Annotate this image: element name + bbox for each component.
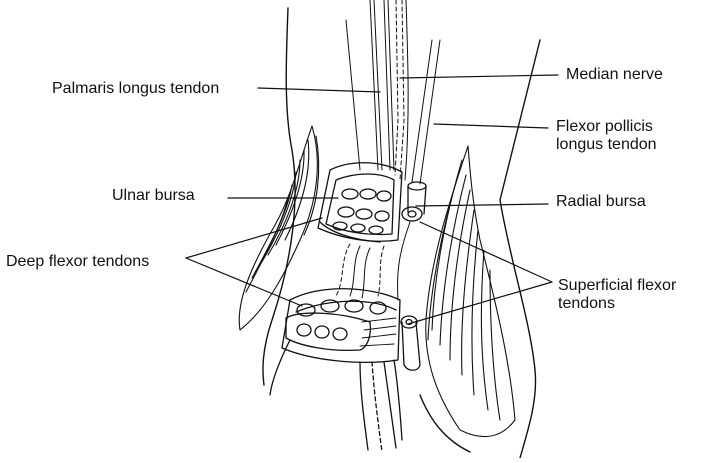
label-superficial-flexor-line2: tendons xyxy=(558,295,615,313)
radial-bursa-tube xyxy=(402,182,426,221)
leader-palmaris xyxy=(258,88,380,92)
leader-median xyxy=(400,75,558,78)
label-flexor-pollicis-line2: longus tendon xyxy=(556,136,657,154)
radial-bursa-lower xyxy=(401,316,420,370)
leader-radial xyxy=(416,204,548,206)
label-flexor-pollicis-line1: Flexor pollicis xyxy=(556,118,653,136)
label-radial-bursa: Radial bursa xyxy=(556,193,646,211)
leader-lines xyxy=(186,75,558,324)
leader-superficial-1 xyxy=(420,222,552,282)
label-superficial-flexor-line1: Superficial flexor xyxy=(558,277,676,295)
label-palmaris-longus-tendon: Palmaris longus tendon xyxy=(52,80,219,98)
label-deep-flexor-tendons: Deep flexor tendons xyxy=(6,253,149,271)
carpal-tunnel-lower xyxy=(270,289,402,452)
leader-fpl xyxy=(434,124,548,128)
right-muscle-mass xyxy=(426,146,515,437)
label-median-nerve: Median nerve xyxy=(566,66,663,84)
leader-deep-1 xyxy=(186,218,322,258)
leader-deep-2 xyxy=(186,258,302,306)
label-ulnar-bursa: Ulnar bursa xyxy=(112,187,195,205)
tendon-strands-upper xyxy=(346,0,440,184)
carpal-tunnel-upper xyxy=(318,163,402,242)
